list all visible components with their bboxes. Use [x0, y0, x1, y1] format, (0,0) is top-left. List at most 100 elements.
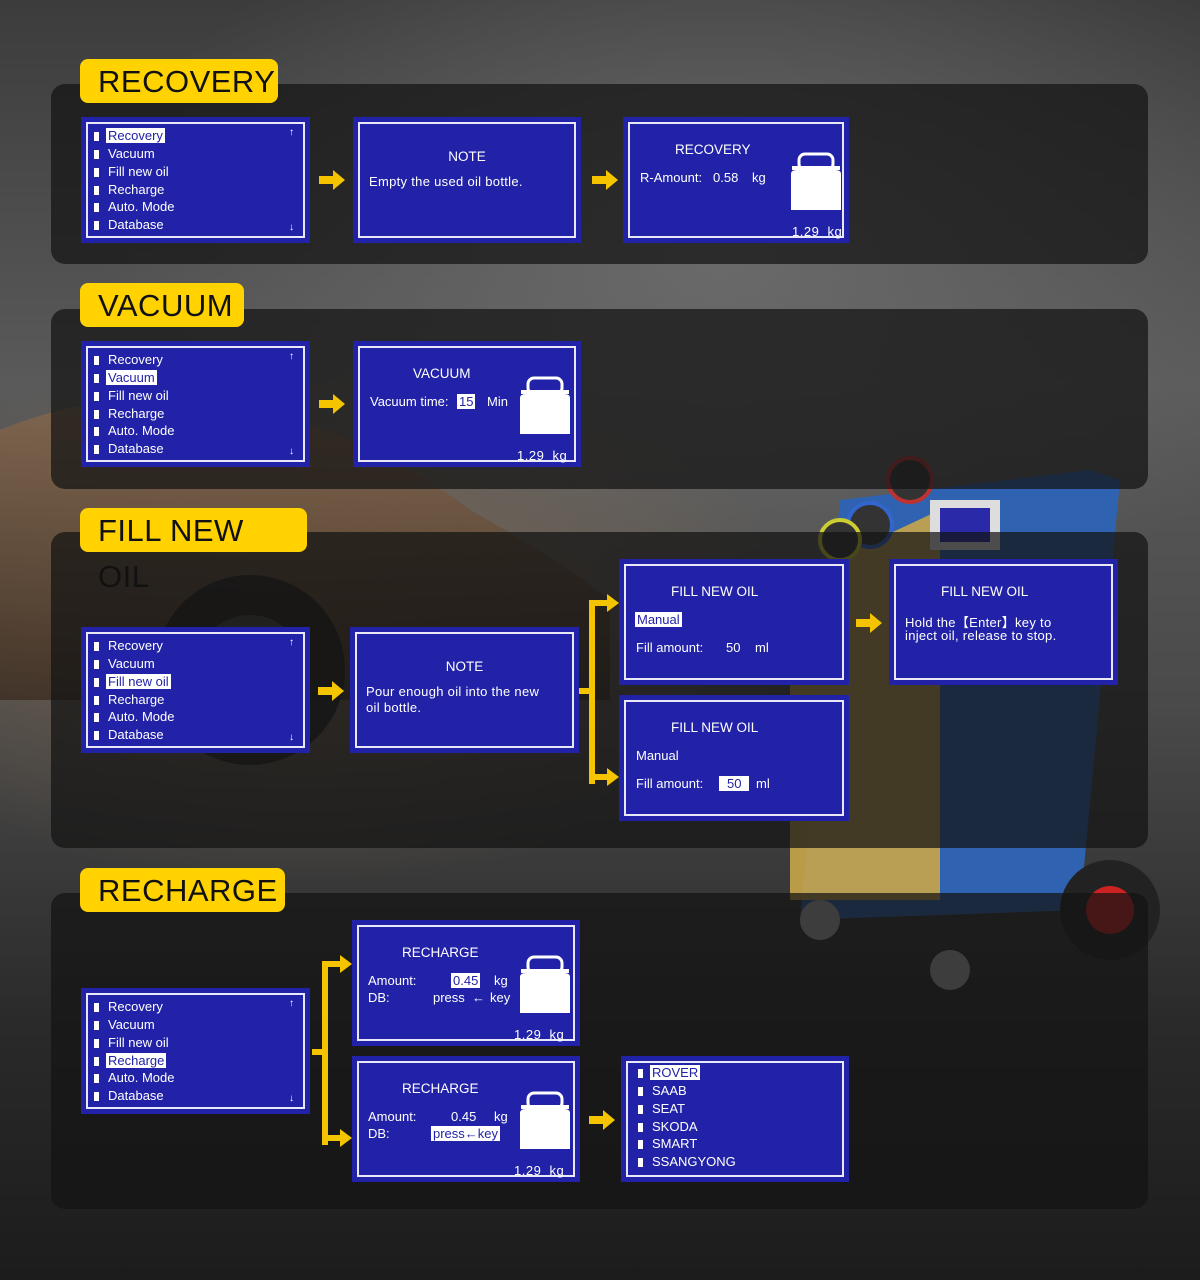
- vacuum-menu-screen: Recovery Vacuum Fill new oil Recharge Au…: [81, 341, 310, 467]
- amount-value[interactable]: 0.45: [451, 973, 481, 988]
- vacuum-time-label: Vacuum time:: [370, 394, 449, 409]
- recovery-section-label: RECOVERY: [80, 59, 278, 103]
- brand-item-seat[interactable]: SEAT: [638, 1100, 685, 1117]
- menu-item-auto-mode[interactable]: Auto. Mode: [94, 198, 175, 215]
- bottle-weight-value: 1.29 kg: [792, 224, 843, 239]
- menu-item-vacuum[interactable]: Vacuum: [94, 655, 155, 672]
- recharge-menu-screen: Recovery Vacuum Fill new oil Recharge Au…: [81, 988, 310, 1114]
- brand-database-screen: ROVER SAAB SEAT SKODA SMART SSANGYONG: [621, 1056, 849, 1182]
- db-key-text: key: [490, 990, 511, 1005]
- hold-text-line2: inject oil, release to stop.: [905, 628, 1057, 643]
- recovery-amount-screen: RECOVERY R-Amount: 0.58 kg 1.29 kg: [623, 117, 849, 243]
- db-label: DB:: [368, 1126, 390, 1141]
- menu-item-recovery[interactable]: Recovery: [94, 637, 163, 654]
- scroll-down-icon: ↓: [289, 1093, 294, 1104]
- scroll-down-icon: ↓: [289, 222, 294, 233]
- refrigerant-bottle-icon: [791, 152, 841, 210]
- menu-item-recovery[interactable]: Recovery: [94, 351, 163, 368]
- scroll-down-icon: ↓: [289, 446, 294, 457]
- bottle-weight-value: 1.29 kg: [514, 1163, 565, 1178]
- db-label: DB:: [368, 990, 390, 1005]
- amount-value: 0.45: [451, 1109, 477, 1124]
- menu-item-recovery[interactable]: Recovery: [94, 998, 163, 1015]
- flow-arrow-icon: [589, 1110, 615, 1130]
- db-press-text: press: [433, 990, 465, 1005]
- menu-item-recharge[interactable]: Recharge: [94, 405, 164, 422]
- scroll-down-icon: ↓: [289, 732, 294, 743]
- note-title: NOTE: [448, 149, 486, 164]
- amount-label: Amount:: [368, 973, 417, 988]
- screen-title: RECOVERY: [675, 142, 751, 157]
- mode-value: Manual: [636, 748, 679, 763]
- screen-title: FILL NEW OIL: [671, 720, 759, 735]
- vacuum-time-unit: Min: [487, 394, 508, 409]
- menu-item-fill-new-oil[interactable]: Fill new oil: [94, 1034, 169, 1051]
- bottle-weight-value: 1.29 kg: [517, 448, 568, 463]
- recharge-section-label: RECHARGE: [80, 868, 285, 912]
- menu-item-database[interactable]: Database: [94, 216, 164, 233]
- menu-item-auto-mode[interactable]: Auto. Mode: [94, 708, 175, 725]
- r-amount-value: 0.58: [713, 170, 739, 185]
- fill-oil-note-screen: NOTE Pour enough oil into the new oil bo…: [350, 627, 579, 753]
- menu-item-vacuum[interactable]: Vacuum: [94, 1016, 155, 1033]
- note-text-line1: Pour enough oil into the new: [366, 684, 540, 699]
- fill-amount-unit: ml: [756, 776, 770, 791]
- menu-item-recharge[interactable]: Recharge: [94, 691, 164, 708]
- bottle-weight-value: 1.29 kg: [514, 1027, 565, 1042]
- menu-item-recharge[interactable]: Recharge: [94, 1052, 167, 1069]
- menu-item-database[interactable]: Database: [94, 1087, 164, 1104]
- note-text-line2: oil bottle.: [366, 700, 422, 715]
- menu-item-fill-new-oil[interactable]: Fill new oil: [94, 673, 171, 690]
- recharge-amount-edit-screen: RECHARGE Amount: 0.45 kg DB: press ← key…: [352, 920, 580, 1046]
- refrigerant-bottle-icon: [520, 955, 570, 1013]
- screen-title: RECHARGE: [402, 1081, 479, 1096]
- fill-oil-hold-screen: FILL NEW OIL Hold the【Enter】key to injec…: [889, 559, 1118, 685]
- flow-arrow-icon: [319, 170, 345, 190]
- recovery-note-screen: NOTE Empty the used oil bottle.: [353, 117, 581, 243]
- fill-oil-menu-screen: Recovery Vacuum Fill new oil Recharge Au…: [81, 627, 310, 753]
- menu-item-fill-new-oil[interactable]: Fill new oil: [94, 163, 169, 180]
- brand-item-smart[interactable]: SMART: [638, 1135, 697, 1152]
- note-title: NOTE: [445, 659, 484, 674]
- brand-item-ssangyong[interactable]: SSANGYONG: [638, 1153, 736, 1170]
- hold-text-line1: Hold the【Enter】key to: [905, 615, 1052, 630]
- db-press-key-button[interactable]: press←key: [431, 1126, 501, 1141]
- branch-connector: [579, 594, 619, 786]
- menu-item-recharge[interactable]: Recharge: [94, 181, 164, 198]
- brand-item-rover[interactable]: ROVER: [638, 1064, 701, 1081]
- fill-amount-value[interactable]: 50: [719, 776, 750, 791]
- screen-title: VACUUM: [413, 366, 471, 381]
- screen-title: FILL NEW OIL: [671, 584, 759, 599]
- refrigerant-bottle-icon: [520, 376, 570, 434]
- vacuum-section-label: VACUUM: [80, 283, 244, 327]
- fill-oil-amount-edit-screen: FILL NEW OIL Manual Fill amount: 50 ml: [619, 695, 849, 821]
- scroll-up-icon: ↑: [289, 127, 294, 138]
- branch-connector: [312, 955, 352, 1147]
- r-amount-unit: kg: [752, 170, 766, 185]
- menu-item-vacuum[interactable]: Vacuum: [94, 145, 155, 162]
- fill-amount-value: 50: [726, 640, 741, 655]
- flow-arrow-icon: [318, 681, 344, 701]
- menu-item-database[interactable]: Database: [94, 440, 164, 457]
- recovery-menu-screen: Recovery Vacuum Fill new oil Recharge Au…: [81, 117, 310, 243]
- fill-amount-label: Fill amount:: [636, 776, 704, 791]
- flow-arrow-icon: [592, 170, 618, 190]
- amount-unit: kg: [494, 973, 508, 988]
- recharge-db-select-screen: RECHARGE Amount: 0.45 kg DB: press←key 1…: [352, 1056, 580, 1182]
- menu-item-database[interactable]: Database: [94, 726, 164, 743]
- screen-title: RECHARGE: [402, 945, 479, 960]
- menu-item-auto-mode[interactable]: Auto. Mode: [94, 1069, 175, 1086]
- menu-item-auto-mode[interactable]: Auto. Mode: [94, 422, 175, 439]
- menu-item-fill-new-oil[interactable]: Fill new oil: [94, 387, 169, 404]
- fill-oil-section-label: FILL NEW OIL: [80, 508, 307, 594]
- brand-item-skoda[interactable]: SKODA: [638, 1118, 698, 1135]
- menu-item-recovery[interactable]: Recovery: [94, 127, 165, 144]
- flow-arrow-icon: [856, 613, 882, 633]
- menu-item-vacuum[interactable]: Vacuum: [94, 369, 157, 386]
- r-amount-label: R-Amount:: [640, 170, 703, 185]
- mode-value[interactable]: Manual: [635, 612, 682, 627]
- scroll-up-icon: ↑: [289, 637, 294, 648]
- brand-item-saab[interactable]: SAAB: [638, 1082, 687, 1099]
- left-arrow-icon: ←: [472, 990, 485, 1005]
- vacuum-time-value[interactable]: 15: [457, 394, 476, 409]
